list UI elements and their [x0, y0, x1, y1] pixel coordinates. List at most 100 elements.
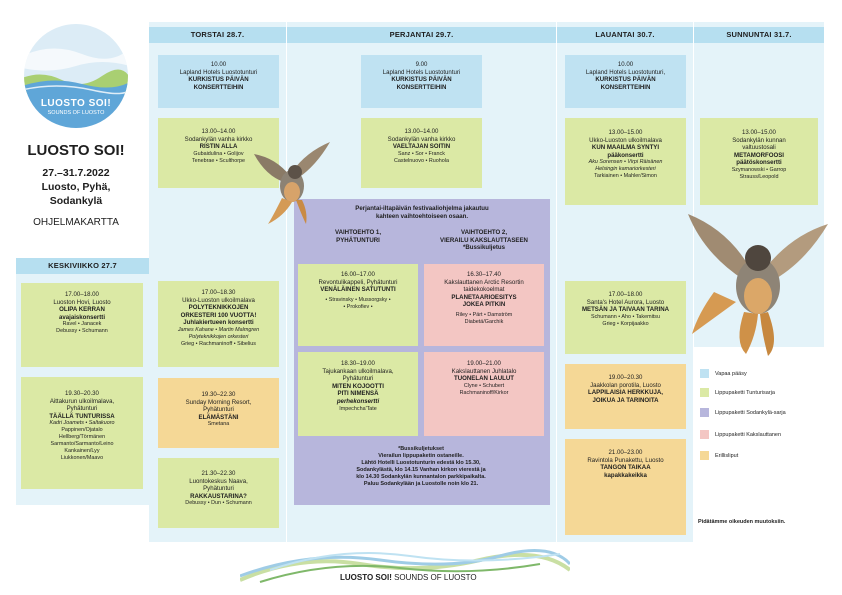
- day-header-saturday: LAUANTAI 30.7.: [557, 27, 693, 43]
- event-time: 17.00–18.00: [608, 291, 643, 298]
- event-venue: Revontulikappeli, Pyhätunturi: [318, 278, 398, 286]
- event-venue: Kakslauttanen Arctic Resortin: [444, 278, 524, 286]
- event-card-wed-opening: 17.00–18.00 Luoston Hovi, Luosto OLIPA K…: [21, 283, 143, 367]
- event-title-2: JOKEA PITKIN: [462, 301, 506, 309]
- festival-dates: 27.–31.7.2022: [42, 167, 110, 179]
- event-time: 16.30–17.40: [467, 271, 501, 278]
- event-program: Gubaidulina • Golijov: [193, 150, 244, 157]
- event-artists: Aku Sorensen • Virpi Räisänen: [588, 159, 663, 166]
- event-artists-2: Pappinen/Ojatalo: [61, 427, 103, 434]
- event-program: Impechcha'Tate: [339, 405, 377, 412]
- disclaimer: Pidätämme oikeuden muutoksiin.: [698, 519, 786, 525]
- event-title: METAMORFOOSI: [734, 151, 784, 159]
- event-venue: Tajukankaan ulkoilmalava,: [322, 367, 394, 375]
- event-program: Riley • Pärt • Damström: [455, 311, 513, 318]
- legend-item-tunturi: Lippupaketti Tunturisarja: [700, 388, 775, 398]
- event-title: KURKISTUS PÄIVÄN: [391, 76, 452, 84]
- logo-text-main: LUOSTO SOI!: [40, 98, 112, 109]
- event-title-2: KONSERTTEIHIN: [193, 83, 244, 91]
- event-program: Ravel • Janacek: [62, 321, 102, 328]
- event-time: 19.30–20.30: [65, 390, 99, 397]
- event-program-2: Tenebrae • Sculthorpe: [191, 157, 246, 164]
- bus-note-line-3: Lähtö Hotelli Luostotunturin edestä klo …: [361, 460, 481, 466]
- event-subtitle: Juhlakiertueen konsertti: [183, 319, 254, 327]
- event-venue: Santa's Hotel Aurora, Luosto: [586, 298, 665, 306]
- program-map-title: OHJELMAKARTTA: [33, 217, 119, 228]
- logo-text-sub: SOUNDS OF LUOSTO: [47, 110, 105, 116]
- legend-swatch: [700, 430, 709, 440]
- event-time: 10.00: [617, 61, 634, 68]
- event-venue: Sodankylän vanha kirkko: [387, 135, 456, 143]
- legend-item-kakslauttanen: Lippupaketti Kakslauttanen: [700, 430, 781, 440]
- option-1-heading: VAIHTOEHTO 1, PYHÄTUNTURI: [300, 229, 416, 244]
- legend-label: Erillisliput: [715, 453, 739, 459]
- event-program: • Stravinsky • Mussorgsky •: [325, 296, 391, 303]
- event-card-fri-wanderer: 13.00–14.00 Sodankylän vanha kirkko VAEL…: [361, 118, 482, 188]
- event-venue: Sodankylän vanha kirkko: [184, 135, 253, 143]
- event-time: 18.30–19.00: [341, 360, 375, 367]
- event-time: 21.00–23.00: [608, 449, 643, 456]
- event-card-sat-tango: 21.00–23.00 Ravintola Punakettu, Luosto …: [565, 439, 686, 535]
- legend-label: Vapaa pääsy: [715, 371, 747, 377]
- event-artists-6: Liukkonen/Maavo: [60, 455, 104, 462]
- event-time: 19.00–20.30: [608, 374, 643, 381]
- event-title: TANGON TAIKAA: [600, 464, 651, 472]
- event-title: TUONELAN LAULUT: [454, 375, 514, 383]
- bus-note-line-4: Sodankylästä, klo 14.15 Vanhan kirkon vi…: [356, 467, 486, 473]
- event-venue: Lapland Hotels Luostotunturi: [382, 68, 461, 76]
- footer-brand: LUOSTO SOI! SOUNDS OF LUOSTO: [340, 573, 500, 582]
- event-artists: James Kahane • Martin Malmgren: [177, 326, 260, 333]
- event-venue: Lapland Hotels Luostotunturi,: [585, 68, 666, 76]
- event-card-wed-fells: 19.30–20.30 Aittakurun ulkoilmalava, Pyh…: [21, 377, 143, 489]
- event-artists-3: Hellberg/Törmänen: [58, 434, 106, 441]
- event-artists-2: Helsingin kamariorkesteri: [595, 166, 656, 173]
- bus-note-line-2: Vierailun lippupaketin ostaneille.: [378, 453, 464, 459]
- event-card-fri-preview: 9.00 Lapland Hotels Luostotunturi KURKIS…: [361, 55, 482, 108]
- event-title: METSÄN JA TAIVAAN TARINA: [581, 306, 670, 314]
- event-subtitle: avajaiskonsertti: [58, 313, 106, 321]
- event-time: 13.00–15.00: [742, 129, 776, 136]
- event-time: 10.00: [210, 61, 227, 68]
- event-card-sat-forest: 17.00–18.00 Santa's Hotel Aurora, Luosto…: [565, 281, 686, 354]
- event-subtitle: kapakkakeikka: [604, 471, 647, 479]
- event-program-2: • Prokofiev •: [343, 303, 373, 310]
- event-subtitle: pääkonsertti: [607, 151, 644, 159]
- event-program-2: Castelnuovo • Ruohola: [394, 157, 449, 164]
- event-venue: Ukko-Luoston ulkoilmalava: [182, 296, 255, 304]
- event-title: KURKISTUS PÄIVÄN: [188, 76, 249, 84]
- bird-illustration-right: [684, 194, 832, 360]
- event-artists-5: Kankainen/Lyy: [64, 448, 100, 455]
- event-time: 16.00–17.00: [341, 271, 375, 278]
- event-card-thu-orchestra: 17.00–18.30 Ukko-Luoston ulkoilmalava PO…: [158, 281, 279, 367]
- festival-logo: LUOSTO SOI! SOUNDS OF LUOSTO: [22, 22, 130, 130]
- event-title: ELÄMÄSTÄNI: [198, 413, 239, 421]
- event-venue: Luoston Hovi, Luosto: [53, 298, 111, 306]
- event-card-sat-reindeer: 19.00–20.30 Jaakkolan porotila, Luosto L…: [565, 364, 686, 429]
- bus-note-line-6: Paluu Sodankylään ja Luostolle noin klo …: [363, 481, 479, 487]
- event-title-2: ORKESTERI 100 VUOTTA!: [180, 311, 257, 319]
- event-card-sat-preview: 10.00 Lapland Hotels Luostotunturi, KURK…: [565, 55, 686, 108]
- event-title: PLANETAARIOESITYS: [451, 293, 517, 301]
- event-card-thu-cross: 13.00–14.00 Sodankylän vanha kirkko RIST…: [158, 118, 279, 188]
- event-program: Debussy • Dun • Schumann: [185, 500, 252, 507]
- festival-title: LUOSTO SOI!: [27, 142, 125, 159]
- day-header-thursday: TORSTAI 28.7.: [149, 27, 286, 43]
- event-title: RISTIN ALLA: [199, 143, 238, 151]
- event-venue: Sodankylän kunnan: [732, 136, 786, 144]
- option-2-line-1: VAIHTOEHTO 2,: [460, 229, 508, 236]
- event-venue: Sunday Morning Resort,: [185, 398, 252, 406]
- event-venue-2: Pyhätunturi: [203, 406, 234, 414]
- event-title: VENÄLÄINEN SATUTUNTI: [320, 286, 396, 294]
- event-program: Schumann • Aho • Takemitsu: [591, 313, 660, 320]
- option-2-line-2: VIERAILU KAKSLAUTTASEEN: [440, 236, 528, 244]
- event-venue-2: Pyhätunturi: [66, 405, 98, 413]
- event-venue: Luontokeskus Naava,: [189, 477, 248, 485]
- event-time: 19.30–22.30: [201, 391, 236, 398]
- event-venue: Aittakurun ulkoilmalava,: [49, 397, 115, 405]
- day-header-wednesday: KESKIVIIKKO 27.7: [16, 258, 149, 274]
- legend-label: Lippupaketti Sodankylä-sarja: [715, 410, 786, 416]
- event-card-thu-mylife: 19.30–22.30 Sunday Morning Resort, Pyhät…: [158, 378, 279, 448]
- event-time: 13.00–14.00: [404, 128, 439, 135]
- event-title-2: KONSERTTEIHIN: [396, 83, 447, 91]
- event-program: Tarkiainen • Mahler/Simon: [594, 173, 657, 180]
